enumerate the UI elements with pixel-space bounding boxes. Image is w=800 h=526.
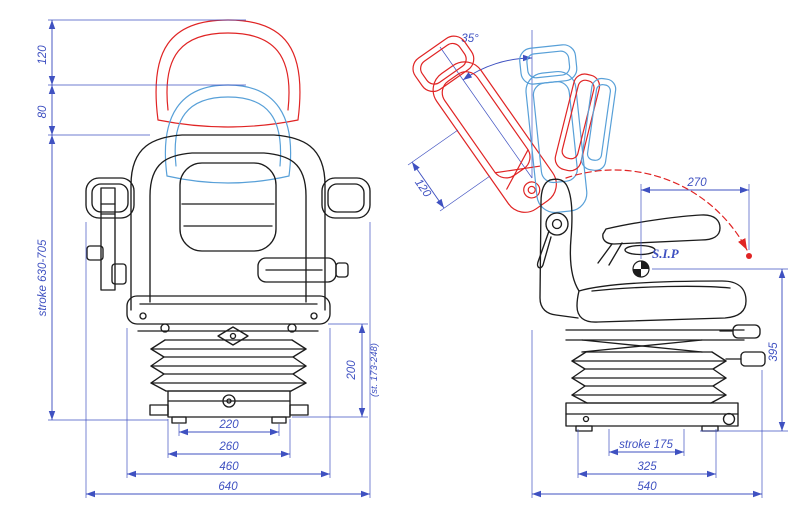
dim-front-right: 200 (st. 173-248) xyxy=(292,323,380,418)
backrest-reclined-phantom xyxy=(412,35,557,213)
dim-front-bottom: 220 260 460 640 xyxy=(85,222,371,498)
side-view: 35° xyxy=(407,30,788,498)
dim-260-label: 260 xyxy=(218,441,239,453)
dim-395-label: 395 xyxy=(768,342,780,362)
side-backrest xyxy=(536,178,580,319)
bellows-side xyxy=(571,351,727,404)
armrest-up-red xyxy=(554,73,601,172)
dim-side-bottom: stroke 175 325 540 xyxy=(531,330,763,498)
dim-460-label: 460 xyxy=(219,461,239,473)
dim-540-label: 540 xyxy=(637,481,657,493)
suspension-top xyxy=(137,323,319,346)
dim-325-label: 325 xyxy=(637,461,657,473)
headrest-position-lower xyxy=(164,84,292,184)
armrest-left xyxy=(85,177,135,219)
dim-395: 395 xyxy=(652,268,788,432)
dim-220-label: 220 xyxy=(218,419,239,431)
armrest-right xyxy=(321,177,371,219)
dim-200-note-label: (st. 173-248) xyxy=(369,343,380,397)
dim-angle-35: 35° xyxy=(439,30,533,179)
belt-retractor xyxy=(257,257,349,283)
armrest-up-blue xyxy=(581,77,617,171)
fold-arc xyxy=(565,169,752,259)
dim-200-label: 200 xyxy=(346,360,358,381)
suspension-side xyxy=(565,324,766,367)
dim-stroke175-label: stroke 175 xyxy=(619,439,673,451)
dim-80-label: 80 xyxy=(37,105,49,118)
headrest-position-upper xyxy=(155,19,301,128)
left-rail xyxy=(86,187,127,291)
base xyxy=(149,390,309,424)
backrest-upright-phantom xyxy=(519,44,588,214)
sip-marker xyxy=(632,260,650,278)
armrest-side xyxy=(597,214,721,266)
dim-270-label: 270 xyxy=(686,177,707,189)
dim-side-120: 120 xyxy=(407,129,491,212)
dim-270: 270 xyxy=(640,177,750,259)
base-side xyxy=(565,402,739,432)
dim-640-label: 640 xyxy=(218,481,238,493)
dim-angle-label: 35° xyxy=(461,33,479,45)
bellows xyxy=(150,339,307,392)
seat-cushion xyxy=(126,295,331,325)
side-cushion xyxy=(576,280,747,323)
backrest xyxy=(130,134,326,311)
dim-front-left: 120 80 stroke 630-705 xyxy=(37,19,246,421)
sip-label: S.I.P xyxy=(652,246,680,261)
dim-stroke-label: stroke 630-705 xyxy=(37,239,49,316)
dim-120-label: 120 xyxy=(37,45,49,65)
front-view: 120 80 stroke 630-705 200 (st. 173-248) … xyxy=(37,19,380,498)
dim-side-120-label: 120 xyxy=(412,177,433,200)
